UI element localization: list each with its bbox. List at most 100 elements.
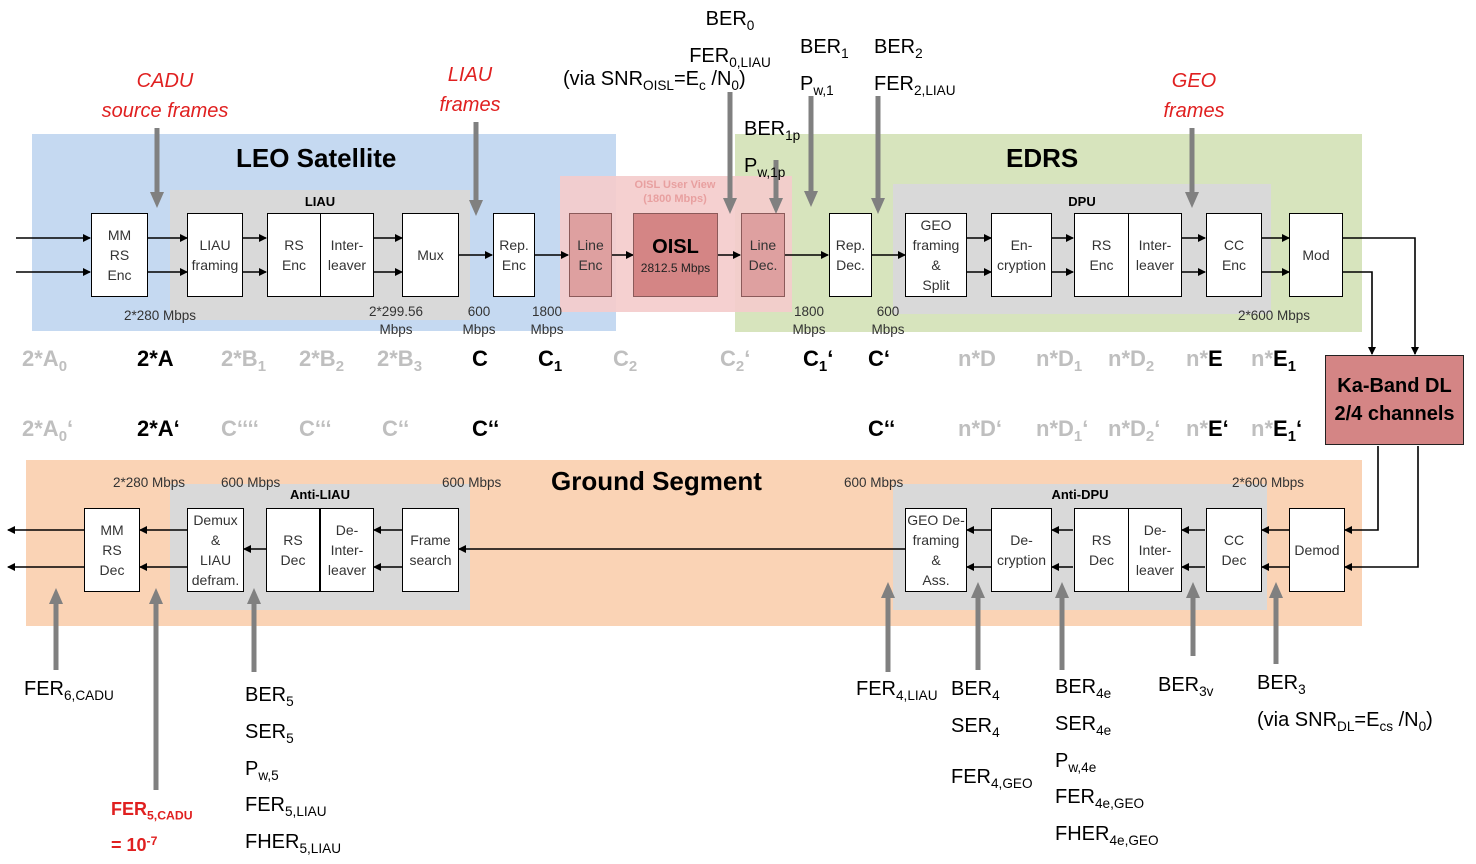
ber0-subscript: 0 — [746, 17, 755, 33]
point-c3-prime: C‘‘‘ — [299, 416, 332, 441]
oisl-block: OISL 2812.5 Mbps — [633, 213, 718, 297]
point-text: ‘ — [1082, 416, 1089, 441]
rate-label: 2*600 Mbps — [1232, 475, 1305, 490]
rate-label: 2*280 Mbps — [124, 308, 197, 323]
point-subscript: 0 — [58, 428, 68, 446]
fer6-cadu-measure: FER6,CADU — [24, 674, 114, 711]
ser4-subscript: 4 — [992, 724, 1000, 740]
ber0-measure: BER0 FER0,LIAU — [640, 4, 820, 78]
point-subscript: 1 — [1073, 428, 1083, 446]
point-text: n*D — [1108, 346, 1146, 371]
oisl-user-view-rate: (1800 Mbps) — [643, 193, 707, 205]
ber2-text: BER — [874, 36, 916, 58]
anti-liau-group-title: Anti-LIAU — [290, 487, 350, 502]
liau-label: LIAU — [447, 64, 493, 86]
decryption-block: De- cryption — [991, 508, 1052, 592]
dpu-de-interleaver-block: De- Inter- leaver — [1128, 508, 1182, 592]
ber2-subscript: 2 — [915, 45, 923, 61]
geo-framing-split-block: GEO framing & Split — [905, 213, 967, 297]
ber5-text: BER — [245, 684, 287, 706]
point-subscript: 2 — [1145, 428, 1155, 446]
fer6-text: FER — [24, 678, 64, 700]
point-a-prime: 2*A‘ — [137, 416, 180, 441]
point-c-prime: C‘ — [868, 346, 890, 371]
point-e-prime: n*E‘ — [1186, 416, 1229, 442]
pw1p-subscript: w,1p — [757, 164, 786, 180]
point-text: C — [613, 346, 629, 371]
ber3-text: BER — [1257, 672, 1299, 694]
point-a0-prime: 2*A0‘ — [22, 416, 73, 445]
ber5-subscript: 5 — [286, 693, 294, 709]
frames-label: frames — [439, 94, 501, 116]
cc-dec-block: CC Dec — [1206, 508, 1262, 592]
fer2-subscript: 2,LIAU — [914, 82, 956, 98]
ser4e-text: SER — [1055, 712, 1097, 735]
via3-text: (via SNR — [1257, 708, 1338, 731]
point-text: n* — [1251, 346, 1273, 371]
mux-block: Mux — [402, 213, 459, 297]
point-text: ‘ — [744, 346, 751, 371]
rs-dec-block: RS Dec — [266, 508, 320, 592]
point-text: n*D — [1036, 416, 1074, 441]
point-d1: n*D1 — [1036, 346, 1082, 375]
point-d2: n*D2 — [1108, 346, 1154, 375]
fer5c-value: = 10 — [111, 835, 147, 856]
fer4-geo-measure: FER4,GEO — [951, 762, 1033, 799]
point-text: C — [538, 346, 554, 371]
via3-text: =E — [1354, 708, 1380, 731]
point-b3: 2*B3 — [377, 346, 422, 375]
geo-deframing-block: GEO De- framing & Ass. — [905, 508, 967, 592]
pw4e-text: P — [1055, 749, 1069, 772]
rate-label: 600 Mbps — [442, 475, 502, 490]
ber2-measure: BER2 FER2,LIAU — [874, 32, 956, 106]
point-text: 2*A — [22, 416, 59, 441]
point-subscript: 3 — [413, 358, 423, 376]
pw5-text: P — [245, 757, 259, 780]
via3-subscript: DL — [1337, 718, 1355, 734]
ber1p-measure: BER1p Pw,1p — [744, 114, 800, 188]
point-c4-prime: C‘‘‘‘ — [221, 416, 259, 441]
via-snr-oisl-measure: (via SNROISL=Ec /N0) — [563, 64, 746, 101]
line-dec-block: Line Dec. — [741, 213, 785, 297]
dpu-group-title: DPU — [1068, 194, 1096, 209]
rate-label: 600 Mbps — [871, 304, 905, 337]
ber0-text: BER — [705, 8, 747, 30]
ser5-text: SER — [245, 720, 287, 743]
via-subscript: OISL — [643, 77, 674, 93]
point-text: ‘ — [827, 346, 834, 371]
fer5-subscript: 5,LIAU — [285, 804, 327, 819]
ber1-text: BER — [800, 36, 842, 58]
point-text: E — [1273, 416, 1288, 441]
demod-block: Demod — [1289, 508, 1345, 592]
cadu-source-frames-label: CADU source frames — [80, 66, 250, 126]
rep-enc-block: Rep. Enc — [493, 213, 535, 297]
fer4-liau-measure: FER4,LIAU — [856, 674, 938, 711]
demux-liau-deframing-block: Demux & LIAU defram. — [187, 508, 244, 592]
encryption-block: En- cryption — [991, 213, 1052, 297]
anti-dpu-group-title: Anti-DPU — [1051, 487, 1109, 502]
oisl-user-view-label: OISL User View — [634, 179, 716, 191]
ser4e-subscript: 4e — [1096, 722, 1112, 738]
point-subscript: 1 — [818, 358, 828, 376]
ber4e-text: BER — [1055, 676, 1097, 698]
point-text: ‘ — [1296, 416, 1303, 441]
ber4-text: BER — [951, 678, 993, 700]
cadu-label: CADU — [136, 70, 194, 92]
dpu-rs-dec-block: RS Dec — [1074, 508, 1129, 592]
via3-subscript: cs — [1379, 718, 1394, 734]
point-b2: 2*B2 — [299, 346, 344, 375]
pw1p-text: P — [744, 154, 758, 177]
fer0-subscript: 0,LIAU — [729, 54, 771, 70]
fer5-text: FER — [245, 794, 285, 817]
edrs-title: EDRS — [1006, 143, 1079, 173]
point-text: C — [803, 346, 819, 371]
fher4e-text: FHER — [1055, 823, 1110, 845]
rep-dec-block: Rep. Dec. — [829, 213, 872, 297]
via3-text: ) — [1426, 708, 1433, 731]
point-c-double-prime-right: C‘‘ — [868, 416, 896, 441]
point-c: C — [472, 346, 488, 371]
dpu-rs-enc-block: RS Enc — [1074, 213, 1129, 297]
point-subscript: 0 — [58, 358, 68, 376]
frames-label: frames — [1163, 100, 1225, 122]
point-text: E — [1273, 346, 1288, 371]
